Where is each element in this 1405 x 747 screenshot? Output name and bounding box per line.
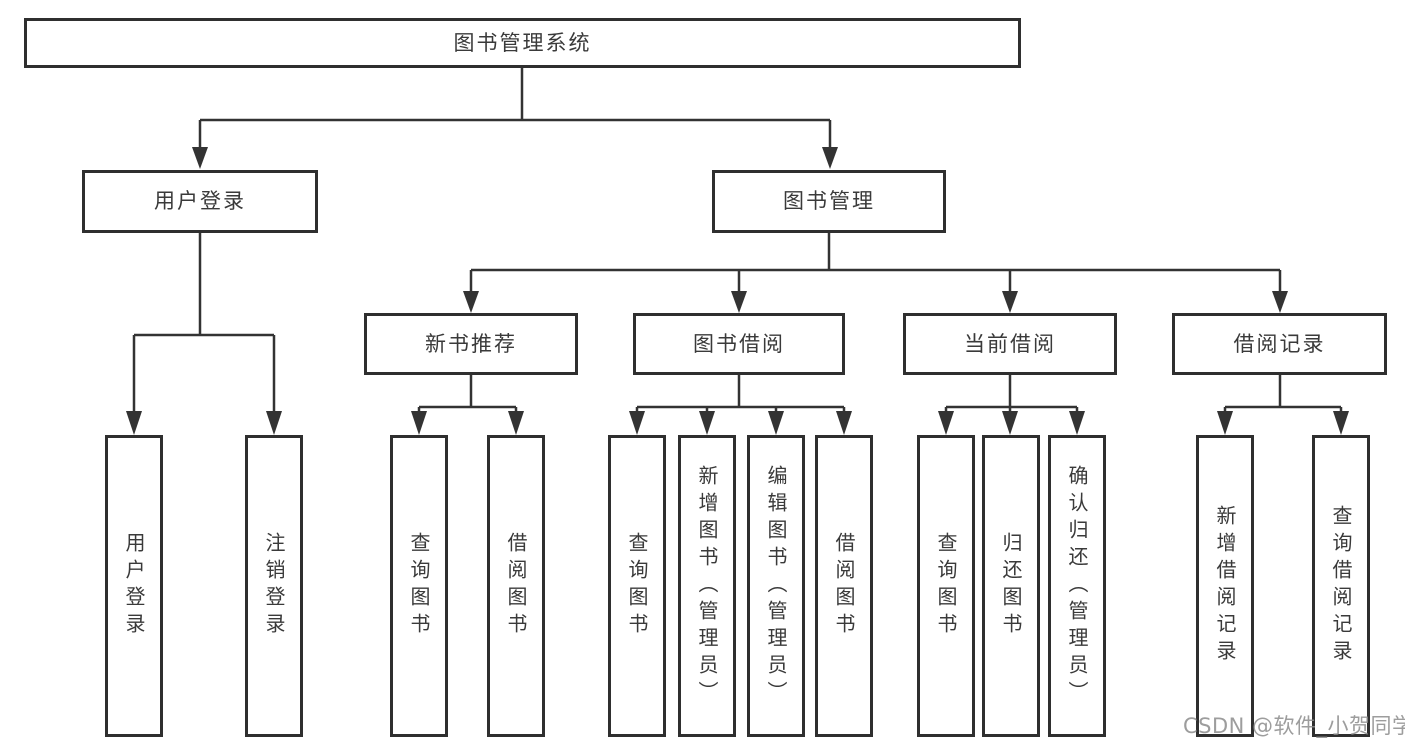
leaf-borrow-books: 借阅图书 [815,435,873,737]
arrow-down-icon [1272,291,1288,313]
leaf-confirm-return-admin: 确认归还（管理员） [1048,435,1106,737]
arrow-down-icon [1002,291,1018,313]
node-user-login: 用户登录 [82,170,318,233]
node-book-borrowing: 图书借阅 [633,313,845,375]
arrow-down-icon [1002,411,1018,435]
arrow-down-icon [1333,411,1349,435]
arrow-down-icon [938,411,954,435]
arrow-down-icon [508,411,524,435]
arrow-down-icon [822,147,838,169]
node-borrowing-records: 借阅记录 [1172,313,1387,375]
node-book-management: 图书管理 [712,170,946,233]
leaf-user-login: 用户登录 [105,435,163,737]
arrow-down-icon [192,147,208,169]
arrow-down-icon [629,411,645,435]
node-library-system: 图书管理系统 [24,18,1021,68]
node-current-borrowing: 当前借阅 [903,313,1117,375]
arrow-down-icon [1069,411,1085,435]
leaf-return-books: 归还图书 [982,435,1040,737]
csdn-watermark: CSDN @软件_小贺同学 [1183,714,1405,738]
arrow-down-icon [731,291,747,313]
leaf-logout: 注销登录 [245,435,303,737]
arrow-down-icon [1217,411,1233,435]
leaf-query-books-borrow: 查询图书 [608,435,666,737]
node-new-book-recommend: 新书推荐 [364,313,578,375]
leaf-borrow-books-recommend: 借阅图书 [487,435,545,737]
arrow-down-icon [768,411,784,435]
arrow-down-icon [126,411,142,435]
leaf-edit-books-admin: 编辑图书（管理员） [747,435,805,737]
arrow-down-icon [266,411,282,435]
tree-edges [132,68,1343,414]
arrow-down-icon [699,411,715,435]
leaf-query-books-recommend: 查询图书 [390,435,448,737]
leaf-add-books-admin: 新增图书（管理员） [678,435,736,737]
leaf-query-borrow-record: 查询借阅记录 [1312,435,1370,737]
leaf-query-books-current: 查询图书 [917,435,975,737]
arrow-heads [126,147,1349,435]
leaf-add-borrow-record: 新增借阅记录 [1196,435,1254,737]
arrow-down-icon [411,411,427,435]
arrow-down-icon [463,291,479,313]
arrow-down-icon [836,411,852,435]
